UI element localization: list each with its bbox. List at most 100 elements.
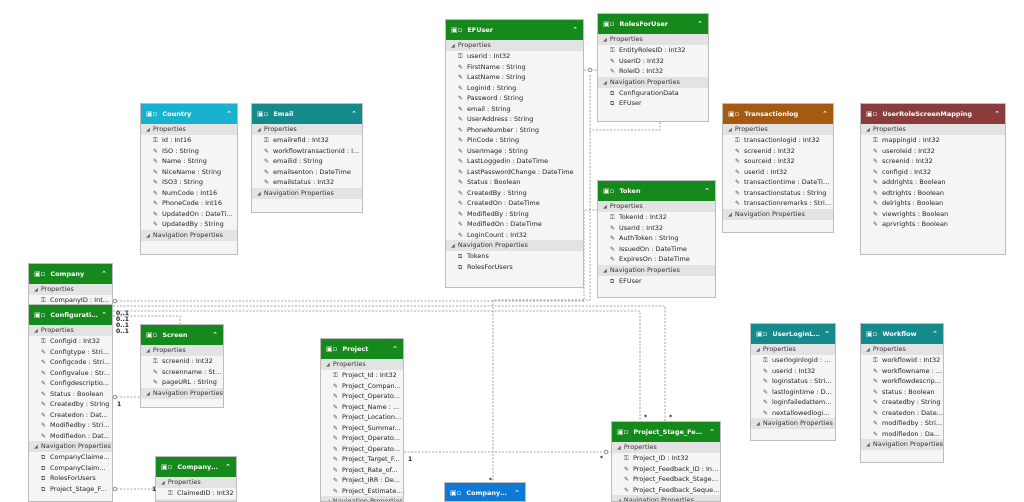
properties-section-header[interactable]: ◢Properties xyxy=(141,124,237,135)
property-row[interactable]: ✎Project_Operato... xyxy=(321,433,403,444)
navigation-section-header[interactable]: ◢Navigation Properties xyxy=(612,495,720,501)
property-row[interactable]: ✎LoginCount : Int32 xyxy=(446,230,583,241)
entity-configuration[interactable]: ▣▫Configuration...⌃◢Properties⚿Configid … xyxy=(28,304,113,502)
entity-rolesforuser[interactable]: ▣▫RolesForUser⌃◢Properties⚿EntityRolesID… xyxy=(597,13,709,122)
property-row[interactable]: ✎emailstatus : Int32 xyxy=(252,177,362,188)
property-row[interactable]: ✎ISO : String xyxy=(141,146,237,157)
entity-header[interactable]: ▣▫UserRoleScreenMapping⌃ xyxy=(861,104,1005,124)
collapse-chevron-icon[interactable]: ⌃ xyxy=(514,489,520,497)
expand-triangle-icon[interactable]: ◢ xyxy=(257,190,261,197)
property-row[interactable]: ✎createdon : Date... xyxy=(861,408,943,419)
entity-header[interactable]: ▣▫CompanyClai...⌃ xyxy=(445,483,525,501)
property-row[interactable]: ⚿Project_ID : Int32 xyxy=(612,453,720,464)
property-row[interactable]: ⚿transactionlogid : Int32 xyxy=(723,135,833,146)
property-row[interactable]: ✎FirstName : String xyxy=(446,62,583,73)
entity-country[interactable]: ▣▫Country⌃◢Properties⚿Id : Int16✎ISO : S… xyxy=(140,103,238,255)
expand-triangle-icon[interactable]: ◢ xyxy=(451,243,455,249)
association-line[interactable] xyxy=(590,122,661,131)
property-row[interactable]: ✎ISO3 : String xyxy=(141,177,237,188)
entity-screen[interactable]: ▣▫Screen⌃◢Properties⚿screenid : Int32✎sc… xyxy=(140,324,224,408)
entity-header[interactable]: ▣▫Company⌃ xyxy=(29,264,112,284)
expand-triangle-icon[interactable]: ◢ xyxy=(146,127,150,133)
collapse-chevron-icon[interactable]: ⌃ xyxy=(572,26,578,34)
property-row[interactable]: ✎workflowname : ... xyxy=(861,366,943,377)
property-row[interactable]: ✎AuthToken : String xyxy=(598,233,715,244)
property-row[interactable]: ✎Project_Feedback_Stage : ... xyxy=(612,474,720,485)
expand-triangle-icon[interactable]: ◢ xyxy=(451,43,455,49)
expand-triangle-icon[interactable]: ◢ xyxy=(756,347,760,353)
property-row[interactable]: ✎ModifiedBy : String xyxy=(446,209,583,220)
property-row[interactable]: ✎UpdatedBy : String xyxy=(141,219,237,230)
association-line[interactable] xyxy=(113,305,666,421)
expand-triangle-icon[interactable]: ◢ xyxy=(146,390,150,397)
entity-transactionlog[interactable]: ▣▫Transactionlog⌃◢Properties⚿transaction… xyxy=(722,103,834,233)
expand-triangle-icon[interactable]: ◢ xyxy=(756,421,760,427)
property-row[interactable]: ✎UserId : Int32 xyxy=(598,223,715,234)
property-row[interactable]: ✎screenid : Int32 xyxy=(861,156,1005,167)
property-row[interactable]: ⚿Id : Int16 xyxy=(141,135,237,146)
property-row[interactable]: ✎LoginId : String xyxy=(446,83,583,94)
property-row[interactable]: ✎ModifiedOn : DateTime xyxy=(446,219,583,230)
property-row[interactable]: ✎screenname : Str... xyxy=(141,367,223,378)
property-row[interactable]: ✎IssuedOn : DateTime xyxy=(598,244,715,255)
collapse-chevron-icon[interactable]: ⌃ xyxy=(824,330,830,338)
property-row[interactable]: ✎Createdon : Dat... xyxy=(29,410,112,421)
property-row[interactable]: ✎emailid : String xyxy=(252,156,362,167)
navigation-section-header[interactable]: ◢Navigation Properties xyxy=(751,418,835,429)
collapse-chevron-icon[interactable]: ⌃ xyxy=(101,270,107,278)
property-row[interactable]: ⚿ClaimedID : Int32 xyxy=(156,488,236,499)
expand-triangle-icon[interactable]: ◢ xyxy=(161,480,165,486)
property-row[interactable]: ✎createdby : String xyxy=(861,397,943,408)
entity-header[interactable]: ▣▫Screen⌃ xyxy=(141,325,223,345)
property-row[interactable]: ✎Project_IRR : De... xyxy=(321,475,403,486)
entity-userloginlog[interactable]: ▣▫UserLoginLog⌃◢Properties⚿userloginlogi… xyxy=(750,323,836,441)
expand-triangle-icon[interactable]: ◢ xyxy=(603,267,607,274)
collapse-chevron-icon[interactable]: ⌃ xyxy=(704,187,710,195)
entity-header[interactable]: ▣▫Email⌃ xyxy=(252,104,362,124)
properties-section-header[interactable]: ◢Properties xyxy=(141,345,223,356)
collapse-chevron-icon[interactable]: ⌃ xyxy=(212,331,218,339)
entity-header[interactable]: ▣▫Configuration...⌃ xyxy=(29,305,112,325)
property-row[interactable]: ⚿userid : Int32 xyxy=(446,51,583,62)
property-row[interactable]: ✎Project_Operato... xyxy=(321,444,403,455)
property-row[interactable]: ✎Modifiedon : Dat... xyxy=(29,431,112,442)
expand-triangle-icon[interactable]: ◢ xyxy=(866,127,870,133)
collapse-chevron-icon[interactable]: ⌃ xyxy=(101,311,107,319)
navigation-row[interactable]: ⧉CompanyClaim... xyxy=(29,463,112,474)
expand-triangle-icon[interactable]: ◢ xyxy=(728,211,732,218)
expand-triangle-icon[interactable]: ◢ xyxy=(146,232,150,239)
property-row[interactable]: ✎CreatedOn : DateTime xyxy=(446,198,583,209)
entity-companyclai-2[interactable]: ▣▫CompanyClai...⌃ xyxy=(444,482,526,502)
property-row[interactable]: ✎Createdby : String xyxy=(29,399,112,410)
expand-triangle-icon[interactable]: ◢ xyxy=(617,445,621,451)
association-line[interactable] xyxy=(492,75,591,482)
property-row[interactable]: ✎workflowdescrip... xyxy=(861,376,943,387)
property-row[interactable]: ✎transactiontime : DateTime xyxy=(723,177,833,188)
property-row[interactable]: ✎Project_Target_F... xyxy=(321,454,403,465)
property-row[interactable]: ✎Project_Operato... xyxy=(321,391,403,402)
property-row[interactable]: ✎UserImage : String xyxy=(446,146,583,157)
entity-header[interactable]: ▣▫Transactionlog⌃ xyxy=(723,104,833,124)
property-row[interactable]: ✎Configcode : Stri... xyxy=(29,357,112,368)
property-row[interactable]: ✎useroleid : Int32 xyxy=(861,146,1005,157)
association-line[interactable] xyxy=(113,310,641,421)
entity-header[interactable]: ▣▫CompanyClai...⌃ xyxy=(156,457,236,477)
property-row[interactable]: ✎PhoneCode : Int16 xyxy=(141,198,237,209)
property-row[interactable]: ✎loginstatus : Stri... xyxy=(751,376,835,387)
entity-header[interactable]: ▣▫UserLoginLog⌃ xyxy=(751,324,835,344)
property-row[interactable]: ✎UserID : Int32 xyxy=(598,56,708,67)
property-row[interactable]: ✎Configdescriptio... xyxy=(29,378,112,389)
entity-workflow[interactable]: ▣▫Workflow⌃◢Properties⚿workflowid : Int3… xyxy=(860,323,944,463)
navigation-section-header[interactable]: ◢Navigation Properties xyxy=(141,229,237,241)
properties-section-header[interactable]: ◢Properties xyxy=(29,325,112,336)
entity-company[interactable]: ▣▫Company⌃◢Properties⚿CompanyID : Int... xyxy=(28,263,113,307)
entity-header[interactable]: ▣▫Project_Stage_Feedback⌃ xyxy=(612,422,720,442)
entity-header[interactable]: ▣▫Token⌃ xyxy=(598,181,715,201)
association-line[interactable] xyxy=(113,315,181,324)
property-row[interactable]: ✎ExpiresOn : DateTime xyxy=(598,254,715,265)
property-row[interactable]: ⚿workflowid : Int32 xyxy=(861,355,943,366)
navigation-row[interactable]: ⧉Tokens xyxy=(446,251,583,262)
property-row[interactable]: ⚿userloginlogid : ... xyxy=(751,355,835,366)
property-row[interactable]: ✎loginfailedattem... xyxy=(751,397,835,408)
property-row[interactable]: ✎userid : Int32 xyxy=(723,167,833,178)
